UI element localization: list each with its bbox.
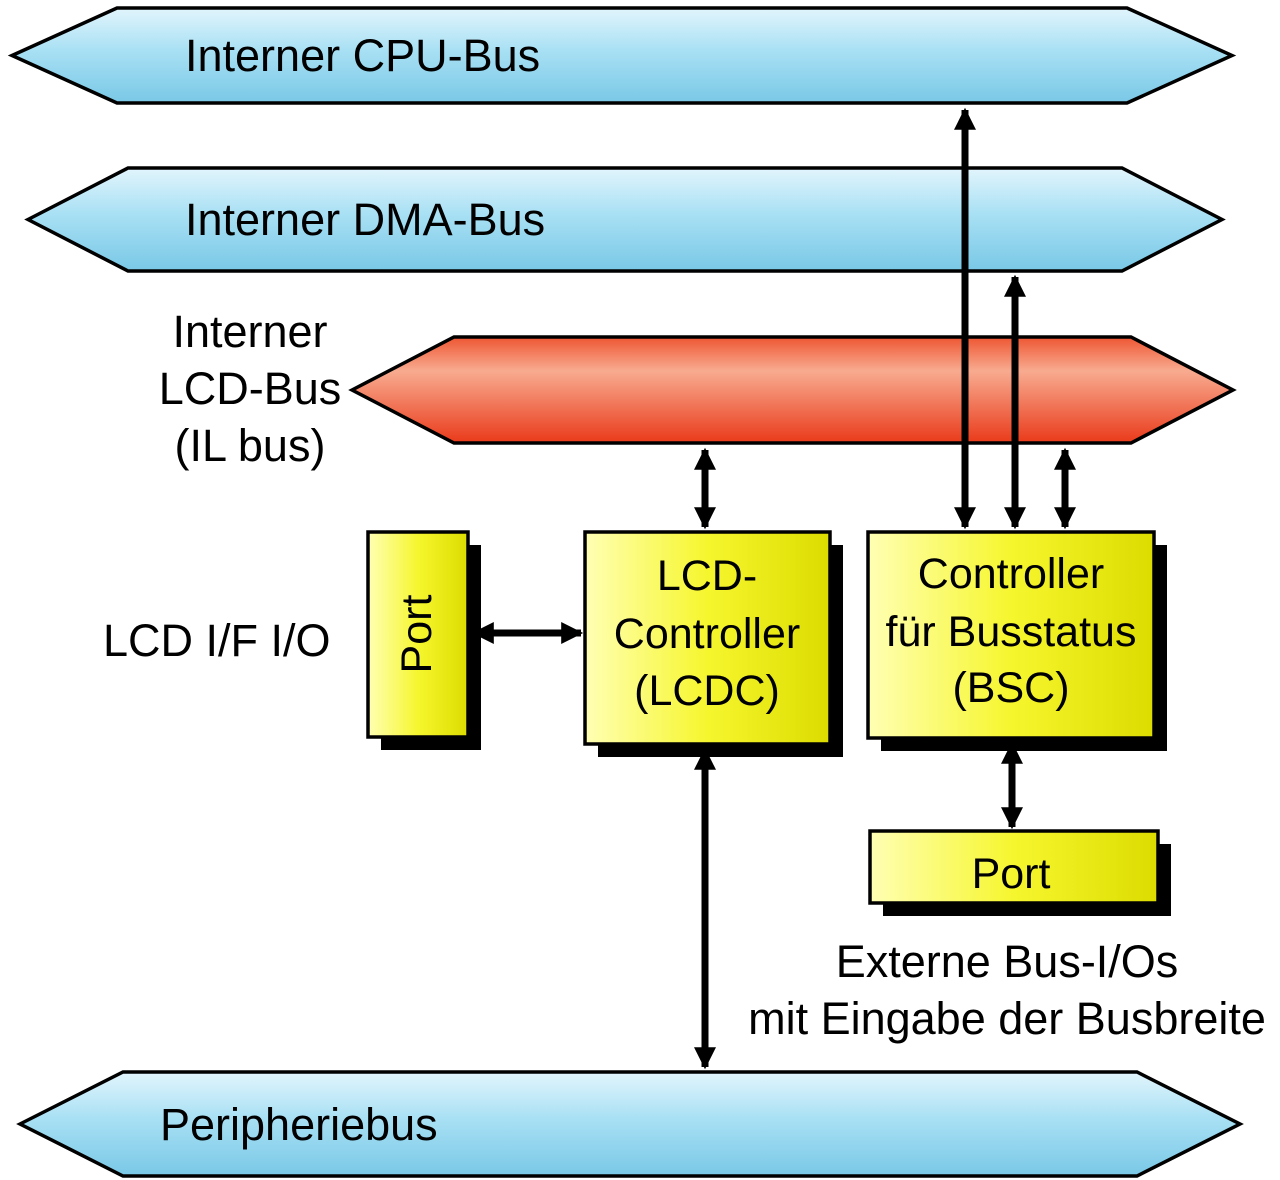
- extern-io-label-line2: mit Eingabe der Busbreite: [748, 993, 1266, 1044]
- bus-dma: [24, 166, 1226, 273]
- bus-lcd: [348, 335, 1237, 445]
- bsc-label-line3: (BSC): [952, 664, 1069, 712]
- bsc-block: [866, 530, 1156, 740]
- bus-peripheral-label: Peripheriebus: [160, 1099, 438, 1150]
- bus-cpu: [7, 6, 1237, 105]
- lcdc-label-line3: (LCDC): [634, 667, 780, 715]
- bus-lcd-label-line1: Interner: [172, 306, 327, 357]
- lcd-port-block: [366, 530, 470, 739]
- lcd-port-label: Port: [393, 595, 441, 674]
- bus-cpu-label: Interner CPU-Bus: [185, 30, 540, 81]
- lcd-if-io-label: LCD I/F I/O: [103, 615, 331, 666]
- bsc-label-line2: für Busstatus: [886, 608, 1137, 656]
- ext-port-label: Port: [972, 850, 1051, 898]
- bus-lcd-label-line2: LCD-Bus: [159, 363, 342, 414]
- lcdc-block: [583, 530, 832, 746]
- bus-dma-label: Interner DMA-Bus: [185, 194, 545, 245]
- bus-peripheral: [16, 1070, 1244, 1178]
- bsc-label-line1: Controller: [918, 550, 1104, 598]
- bus-lcd-label-line3: (IL bus): [175, 420, 326, 471]
- lcdc-label-line2: Controller: [614, 610, 800, 658]
- ext-port-block: [868, 829, 1160, 905]
- extern-io-label-line1: Externe Bus-I/Os: [836, 936, 1179, 987]
- lcdc-label-line1: LCD-: [657, 552, 757, 600]
